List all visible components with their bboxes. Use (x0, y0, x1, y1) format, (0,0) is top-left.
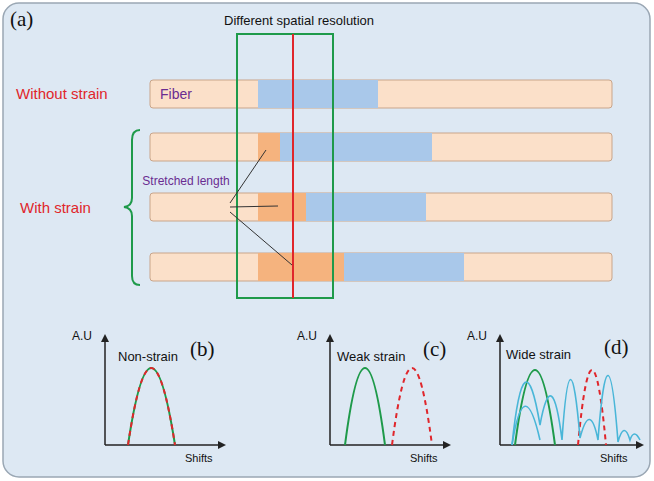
center-line (292, 34, 294, 298)
panel-letter: (d) (604, 336, 629, 359)
panel-letter: (c) (423, 338, 446, 361)
state-label: Without strain (16, 86, 108, 103)
plot-title: Non-strain (118, 350, 178, 364)
plot-title: Wide strain (506, 348, 571, 362)
fiber-label: Fiber (160, 87, 192, 102)
axis-label: Shifts (185, 452, 213, 464)
stretched-label: Stretched length (142, 175, 230, 188)
plot-title: Weak strain (337, 350, 405, 364)
brace (124, 130, 140, 285)
panel-background (3, 3, 650, 477)
state-label: With strain (20, 200, 91, 217)
axis-label: A.U (72, 330, 92, 343)
spectra (128, 368, 640, 445)
panel-letter: (b) (190, 338, 215, 361)
panel-letter: (a) (10, 8, 33, 31)
axis-label: Shifts (600, 452, 628, 464)
axis-label: A.U (467, 330, 487, 343)
leader-lines (230, 150, 292, 265)
axes (101, 334, 644, 449)
axis-label: A.U (297, 330, 317, 343)
axis-label: Shifts (410, 452, 438, 464)
title-label: Different spatial resolution (224, 14, 374, 28)
